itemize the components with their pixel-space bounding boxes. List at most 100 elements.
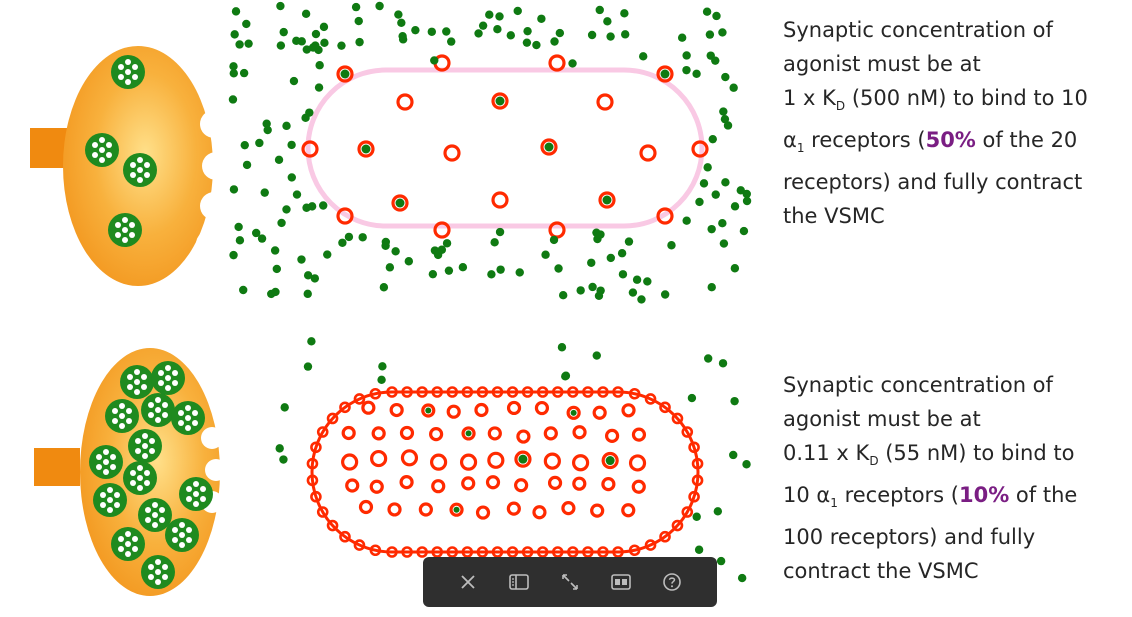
agonist-dot [595, 5, 604, 15]
expand-button[interactable] [556, 568, 584, 596]
receptor [656, 65, 674, 83]
receptor [596, 93, 614, 111]
vesicle-group-top [85, 55, 157, 247]
receptor [485, 475, 501, 490]
receptor [401, 546, 413, 558]
receptor [598, 191, 616, 209]
receptor [597, 386, 609, 398]
receptor [691, 457, 704, 470]
caption-bottom-line-1: Synaptic concentration of [783, 373, 1053, 397]
receptor [431, 479, 446, 494]
agonist-dot [257, 234, 267, 243]
agonist-dot [723, 121, 733, 130]
agonist-dot [229, 62, 238, 71]
agonist-dot [302, 203, 311, 212]
receptor [326, 519, 339, 532]
agonist-dot [557, 343, 567, 352]
agonist-dot [378, 362, 387, 371]
layout-button[interactable] [607, 568, 635, 596]
agonist-dot [292, 36, 301, 46]
receptor [592, 405, 607, 420]
agonist-dot [667, 241, 676, 250]
receptor [306, 457, 319, 470]
receptor [628, 454, 647, 472]
close-button[interactable] [454, 568, 482, 596]
receptor [371, 426, 386, 441]
vesicle [123, 461, 157, 495]
receptor [691, 474, 704, 487]
receptor [566, 546, 579, 558]
receptor [514, 478, 529, 493]
caption-top-line-2: agonist must be at [783, 52, 981, 76]
agonist-dot [549, 235, 559, 245]
agonist-dot [275, 444, 284, 453]
receptor [339, 401, 351, 414]
agonist-dot [742, 460, 751, 469]
agonist-dot [239, 68, 249, 78]
agonist-dots-top [228, 1, 752, 304]
receptor [316, 426, 329, 438]
caption-bottom-line-3: 0.11 x KD (55 nM) to bind to [783, 441, 1075, 469]
bound-agonist [544, 142, 554, 152]
agonist-dot [234, 222, 243, 232]
agonist-dot [721, 72, 730, 82]
alpha-symbol: α [783, 128, 797, 153]
help-icon [662, 573, 681, 591]
agonist-dot [558, 291, 568, 300]
vesicle [120, 365, 154, 399]
receptor [326, 412, 339, 425]
vesicle [111, 55, 145, 89]
receptor [514, 450, 532, 468]
receptor [572, 425, 587, 440]
agonist-dot [235, 40, 244, 49]
agonist-dot [282, 121, 291, 131]
bound-agonist [660, 69, 670, 79]
agonist-dot [703, 163, 712, 172]
receptor [369, 387, 382, 400]
receptor [353, 393, 366, 405]
receptor [461, 386, 474, 398]
caption-bottom: Synaptic concentration of agonist must b… [783, 368, 1077, 588]
receptor [476, 546, 489, 558]
sidebar-icon [509, 574, 529, 590]
agonist-dot [437, 245, 447, 254]
agonist-dot [624, 237, 634, 246]
receptor [604, 428, 620, 443]
agonist-dot [495, 227, 505, 237]
receptor [639, 144, 657, 162]
receptor [431, 546, 444, 558]
agonist-dot [712, 11, 721, 21]
receptor [516, 429, 531, 444]
receptor [401, 386, 413, 398]
agonist-dot [260, 188, 269, 197]
receptor [386, 386, 398, 398]
agonist-dot [301, 9, 311, 19]
agonist-dot [739, 226, 749, 236]
receptor [449, 502, 464, 517]
agonist-dot [550, 37, 559, 46]
caption-bottom-line-4: 10 α1 receptors (10% of the [783, 483, 1078, 511]
percent-highlight-top: 50% [925, 128, 976, 153]
receptor [631, 427, 647, 442]
receptor [671, 412, 684, 425]
agonist-dot [262, 119, 271, 128]
vesicle [151, 361, 185, 395]
receptor [306, 474, 319, 487]
receptor [681, 426, 694, 438]
agonist-dot [442, 27, 451, 36]
agonist-dot [737, 573, 747, 583]
receptor [341, 425, 356, 441]
agonist-dot [338, 238, 347, 247]
agonist-dot [493, 25, 502, 34]
agonist-dot [230, 30, 239, 39]
agonist-dot [242, 160, 252, 170]
vesicle [141, 555, 175, 589]
sidebar-toggle-button[interactable] [505, 568, 533, 596]
vesicle [108, 213, 142, 247]
receptor [416, 386, 428, 398]
agonist-dot [381, 241, 390, 250]
agonist-dot [618, 270, 628, 279]
help-button[interactable] [658, 568, 686, 596]
vesicle [165, 518, 199, 552]
agonist-dot [718, 218, 727, 228]
